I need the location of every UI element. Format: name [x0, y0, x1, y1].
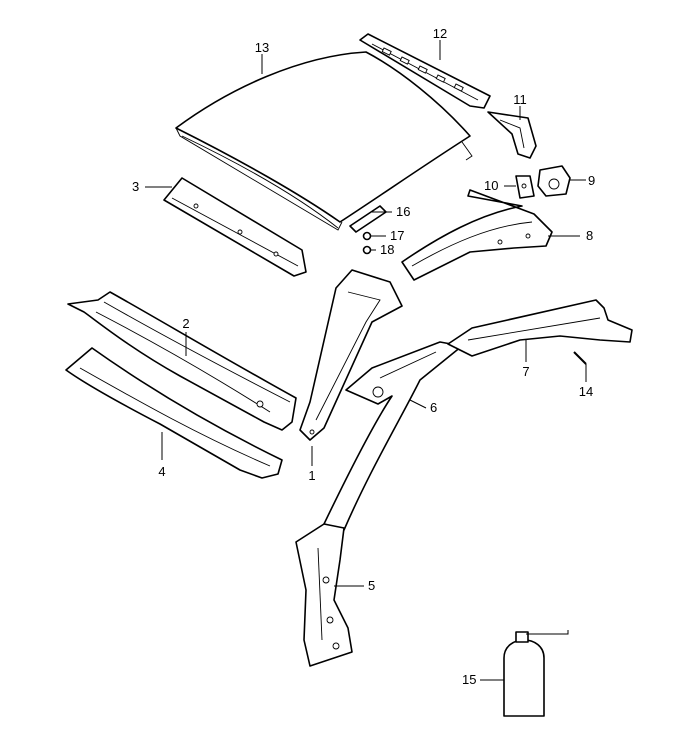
callout-6: 6 [430, 400, 437, 415]
bracket-11 [487, 111, 537, 159]
callout-14: 14 [579, 384, 593, 399]
a-pillar-inner [299, 269, 403, 441]
callout-labels: 13 12 11 9 10 3 16 17 18 8 2 4 1 6 7 14 … [132, 26, 595, 687]
callout-13: 13 [255, 40, 269, 55]
b-pillar [295, 523, 353, 667]
callout-18: 18 [380, 242, 394, 257]
callout-12: 12 [433, 26, 447, 41]
callout-7: 7 [522, 364, 529, 379]
callout-4: 4 [158, 464, 165, 479]
rear-roof-rail [401, 189, 553, 281]
drain-hose-14 [573, 351, 587, 365]
rear-side-rail [447, 299, 633, 357]
clip-9 [537, 165, 571, 197]
plate-10 [515, 175, 535, 199]
callout-10: 10 [484, 178, 498, 193]
callout-2: 2 [182, 316, 189, 331]
callout-3: 3 [132, 179, 139, 194]
windshield-frame-upper [163, 177, 307, 277]
nut-17 [362, 231, 372, 241]
grommet-18 [362, 245, 372, 255]
callout-17: 17 [390, 228, 404, 243]
callout-15: 15 [462, 672, 476, 687]
callout-5: 5 [368, 578, 375, 593]
callout-11: 11 [513, 92, 527, 107]
leader-lines [145, 40, 587, 681]
rear-roof-frame [359, 33, 491, 109]
callout-9: 9 [588, 173, 595, 188]
callout-16: 16 [396, 204, 410, 219]
callout-8: 8 [586, 228, 593, 243]
callout-1: 1 [308, 468, 315, 483]
roof-panel [175, 51, 473, 231]
cowl-panel-upper [67, 291, 297, 431]
spray-can-icon [503, 630, 569, 717]
cowl-panel-lower [65, 347, 283, 479]
